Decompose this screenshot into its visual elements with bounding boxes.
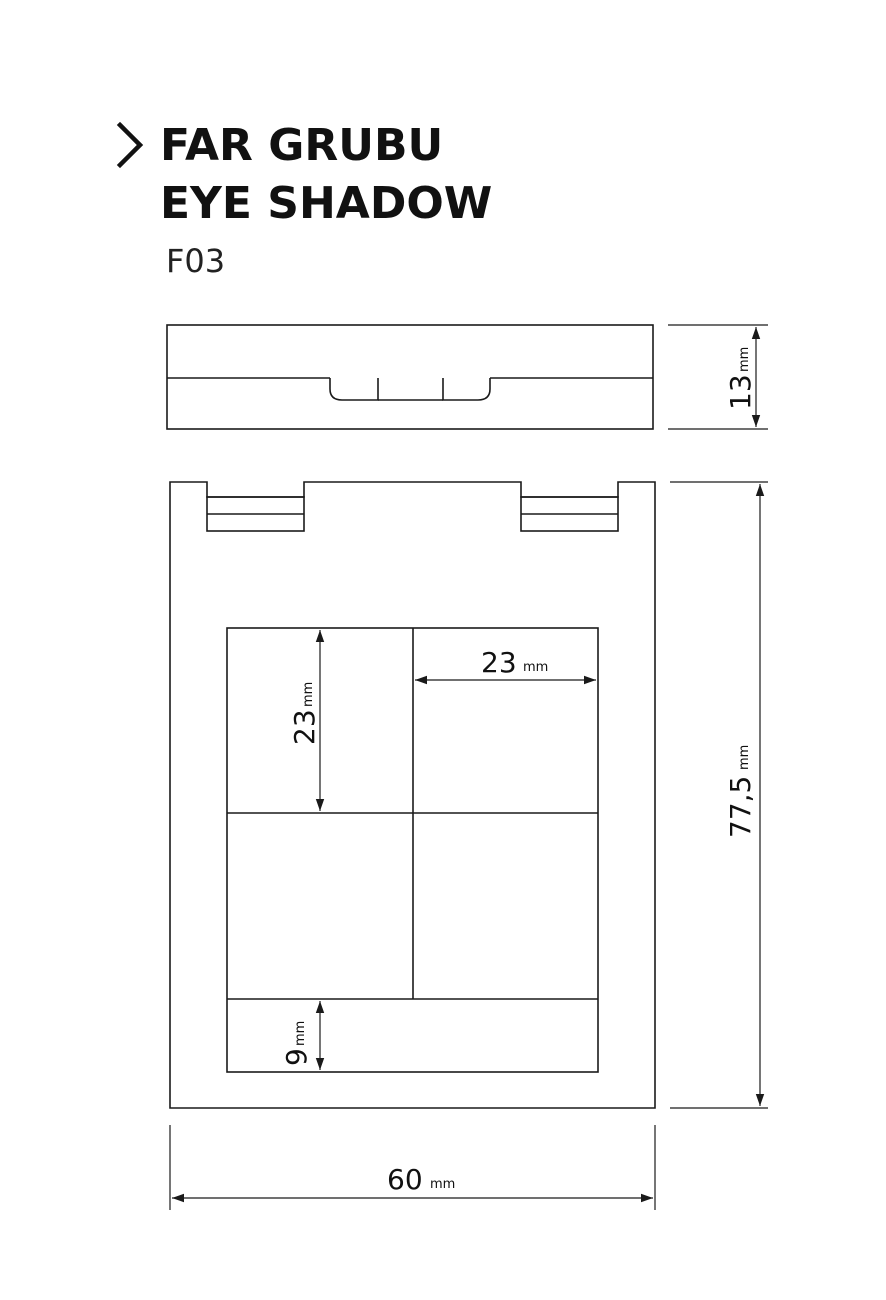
top-view <box>169 481 656 1109</box>
chevron-right-icon <box>116 121 144 169</box>
dimension-pan-width: 23 mm <box>415 646 596 685</box>
dimension-bottom-slot: 9 mm <box>280 1001 325 1070</box>
dimension-width-unit: mm <box>430 1177 455 1192</box>
dimension-bottom-slot-unit: mm <box>293 1021 308 1046</box>
dimension-pan-height-value: 23 <box>288 709 321 745</box>
dimension-height: 13 mm <box>668 324 768 430</box>
dimension-length-unit: mm <box>737 745 752 770</box>
dimension-width-value: 60 <box>387 1163 423 1196</box>
dimension-height-value: 13 <box>724 374 757 410</box>
dimension-pan-width-unit: mm <box>523 660 548 675</box>
dimension-pan-width-value: 23 <box>481 646 517 679</box>
side-view <box>166 324 654 430</box>
dimension-length-value: 77,5 <box>724 776 757 838</box>
header: FAR GRUBU EYE SHADOW F03 <box>116 120 492 280</box>
product-code: F03 <box>166 242 225 280</box>
dimension-pan-height: 23 mm <box>288 630 325 811</box>
dimension-length: 77,5 mm <box>670 481 768 1109</box>
title-line-1: FAR GRUBU <box>160 120 443 171</box>
title-line-2: EYE SHADOW <box>160 178 492 229</box>
dimension-bottom-slot-value: 9 <box>280 1048 313 1066</box>
dimension-pan-height-unit: mm <box>301 682 316 707</box>
dimension-width: 60 mm <box>169 1125 656 1210</box>
dimension-height-unit: mm <box>737 347 752 372</box>
